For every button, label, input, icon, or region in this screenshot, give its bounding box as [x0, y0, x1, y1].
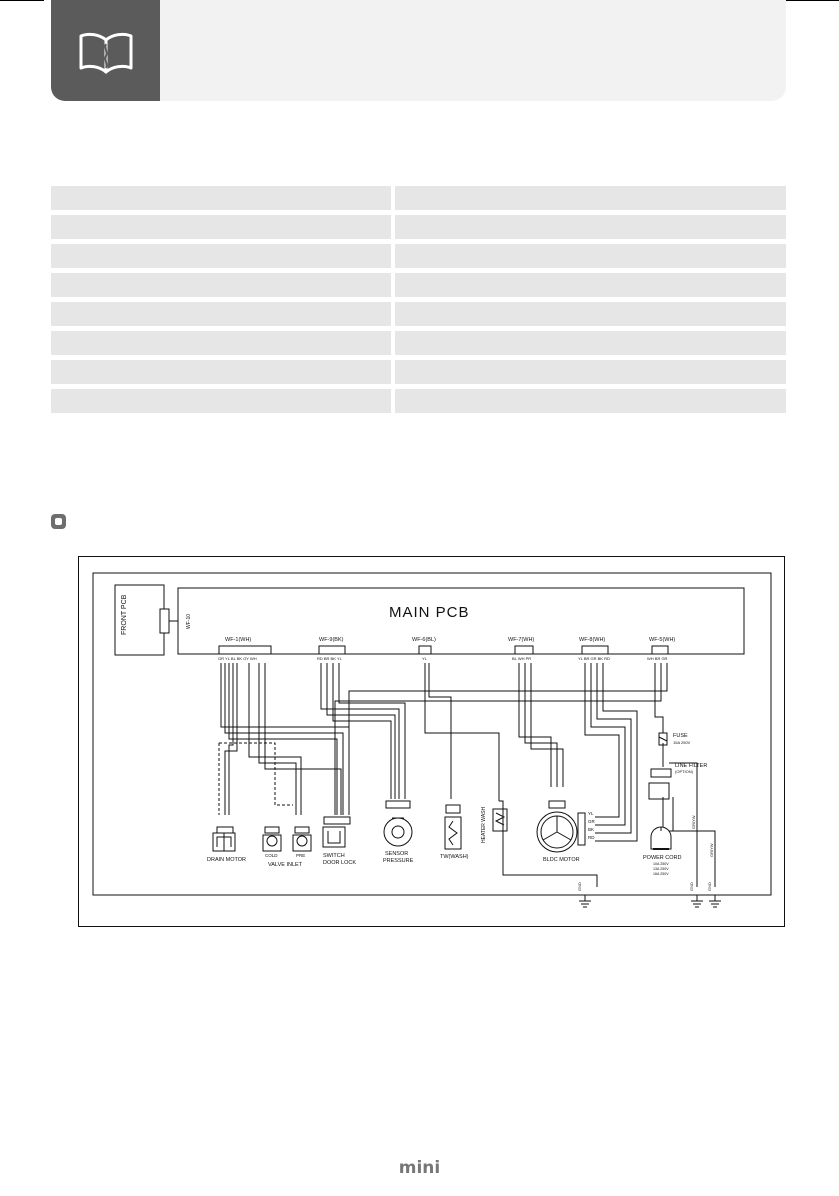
- fuse-label: FUSE: [673, 733, 688, 739]
- table-cell: [395, 273, 786, 297]
- table-cell: [395, 389, 786, 413]
- motor-wire-yl: YL: [588, 811, 594, 816]
- valve-cold-label: COLD: [265, 853, 278, 858]
- table-cell: [51, 186, 391, 210]
- page-header: [51, 0, 786, 101]
- fuse-icon: [658, 732, 668, 746]
- table-cell: [395, 331, 786, 355]
- manual-book-icon: [79, 32, 133, 74]
- heater-wash-icon: [492, 808, 508, 832]
- motor-wire-bk: BK: [588, 827, 594, 832]
- switch-label: SWITCH: [323, 853, 345, 859]
- line-filter-icon: [650, 768, 672, 778]
- ground-label-2: GND: [689, 882, 694, 891]
- power-rating-1: 10A 250V: [653, 862, 669, 866]
- footer-brand-logo: mini: [398, 1158, 441, 1178]
- connector-wf1-label: WF-1(WH): [225, 637, 251, 643]
- table-row: [51, 331, 786, 355]
- power-rating-2: 13A 250V: [653, 867, 669, 871]
- diagram-inner-border: [92, 572, 772, 896]
- motor-wire-gr: GR: [588, 819, 596, 824]
- connector-wf8-label: WF-8(WH): [579, 637, 605, 643]
- table-cell: [51, 302, 391, 326]
- connector-wf7-label: WF-7(WH): [508, 637, 534, 643]
- terminal-block: [648, 782, 670, 800]
- connector-wf5-label: WF-5(WH): [649, 637, 675, 643]
- ground-label-1: GND: [577, 882, 582, 891]
- wf1-wire-colors: GR YL BL BK GY WH: [218, 656, 257, 661]
- table-cell: [51, 331, 391, 355]
- motor-wire-rd: RD: [588, 835, 595, 840]
- heater-wash-label: HEATER WASH: [481, 806, 487, 843]
- main-pcb-box: [177, 587, 745, 655]
- bldc-motor-icon: [536, 800, 586, 853]
- table-row: [51, 389, 786, 413]
- table-row: [51, 273, 786, 297]
- crop-mark-right: [786, 0, 839, 1]
- crop-mark-left: [0, 0, 44, 1]
- door-lock-switch-icon: [322, 816, 351, 848]
- connector-wf6-label: WF-6(BL): [412, 637, 436, 643]
- table-cell: [395, 244, 786, 268]
- header-icon-box: [51, 0, 160, 101]
- front-pcb-label: FRONT PCB: [121, 594, 128, 635]
- table-row: [51, 215, 786, 239]
- door-lock-label: DOOR LOCK: [323, 860, 356, 866]
- ground-label-3: GND: [707, 882, 712, 891]
- table-row: [51, 186, 786, 210]
- fuse-rating: 15A 250V: [673, 740, 691, 745]
- gr-yw-label-1: GR/YW: [691, 815, 696, 829]
- tw-wash-thermistor-icon: [444, 804, 462, 850]
- valve-inlet-label: VALVE INLET: [268, 862, 303, 868]
- spec-table: [51, 181, 786, 418]
- table-cell: [395, 215, 786, 239]
- ground-icon: [579, 895, 591, 908]
- table-cell: [51, 244, 391, 268]
- wire-harness: [218, 663, 716, 887]
- power-rating-3: 16A 250V: [653, 872, 669, 876]
- table-cell: [395, 360, 786, 384]
- connector-wf9-label: WF-9(BK): [319, 637, 344, 643]
- table-cell: [51, 389, 391, 413]
- pressure-label: PRESSURE: [383, 858, 414, 864]
- wf7-wire-colors: BL WH PR: [512, 656, 531, 661]
- gr-yw-label-2: GR/YW: [709, 843, 714, 857]
- connector-pin-blocks: [218, 645, 669, 655]
- table-cell: [51, 360, 391, 384]
- main-pcb-title: MAIN PCB: [389, 604, 470, 621]
- wf5-wire-colors: WH BR GR: [647, 656, 668, 661]
- table-cell: [395, 302, 786, 326]
- table-cell: [395, 186, 786, 210]
- wf8-wire-colors: YL BR GR BK RD: [578, 656, 610, 661]
- line-filter-option: (OPTION): [675, 769, 694, 774]
- front-connector-label: WF-10: [186, 614, 192, 629]
- bldc-motor-label: BLDC MOTOR: [543, 857, 580, 863]
- front-pcb-connector: [159, 608, 170, 634]
- power-cord-plug-icon: [650, 826, 672, 850]
- line-filter-label: LINE FILTER: [675, 763, 707, 769]
- wf6-wire-colors: YL: [422, 656, 428, 661]
- table-row: [51, 302, 786, 326]
- pressure-sensor-icon: [383, 800, 413, 847]
- power-cord-label: POWER CORD: [643, 855, 682, 861]
- table-row: [51, 360, 786, 384]
- tw-wash-label: TW(WASH): [440, 854, 469, 860]
- section-bullet-icon: [51, 514, 66, 529]
- valve-pre-label: PRE: [296, 853, 305, 858]
- wf9-wire-colors: RD BR BK YL: [317, 656, 343, 661]
- valve-inlet-icon: [262, 826, 312, 852]
- table-cell: [51, 273, 391, 297]
- table-cell: [51, 215, 391, 239]
- ground-icon: [691, 895, 703, 908]
- drain-motor-label: DRAIN MOTOR: [207, 857, 246, 863]
- drain-motor-icon: [212, 826, 236, 852]
- table-row: [51, 244, 786, 268]
- sensor-label: SENSOR: [385, 851, 408, 857]
- wiring-diagram: FRONT PCB WF-10 MAIN PCB WF-1(WH) WF-9(B…: [78, 556, 785, 927]
- ground-icon: [709, 895, 721, 908]
